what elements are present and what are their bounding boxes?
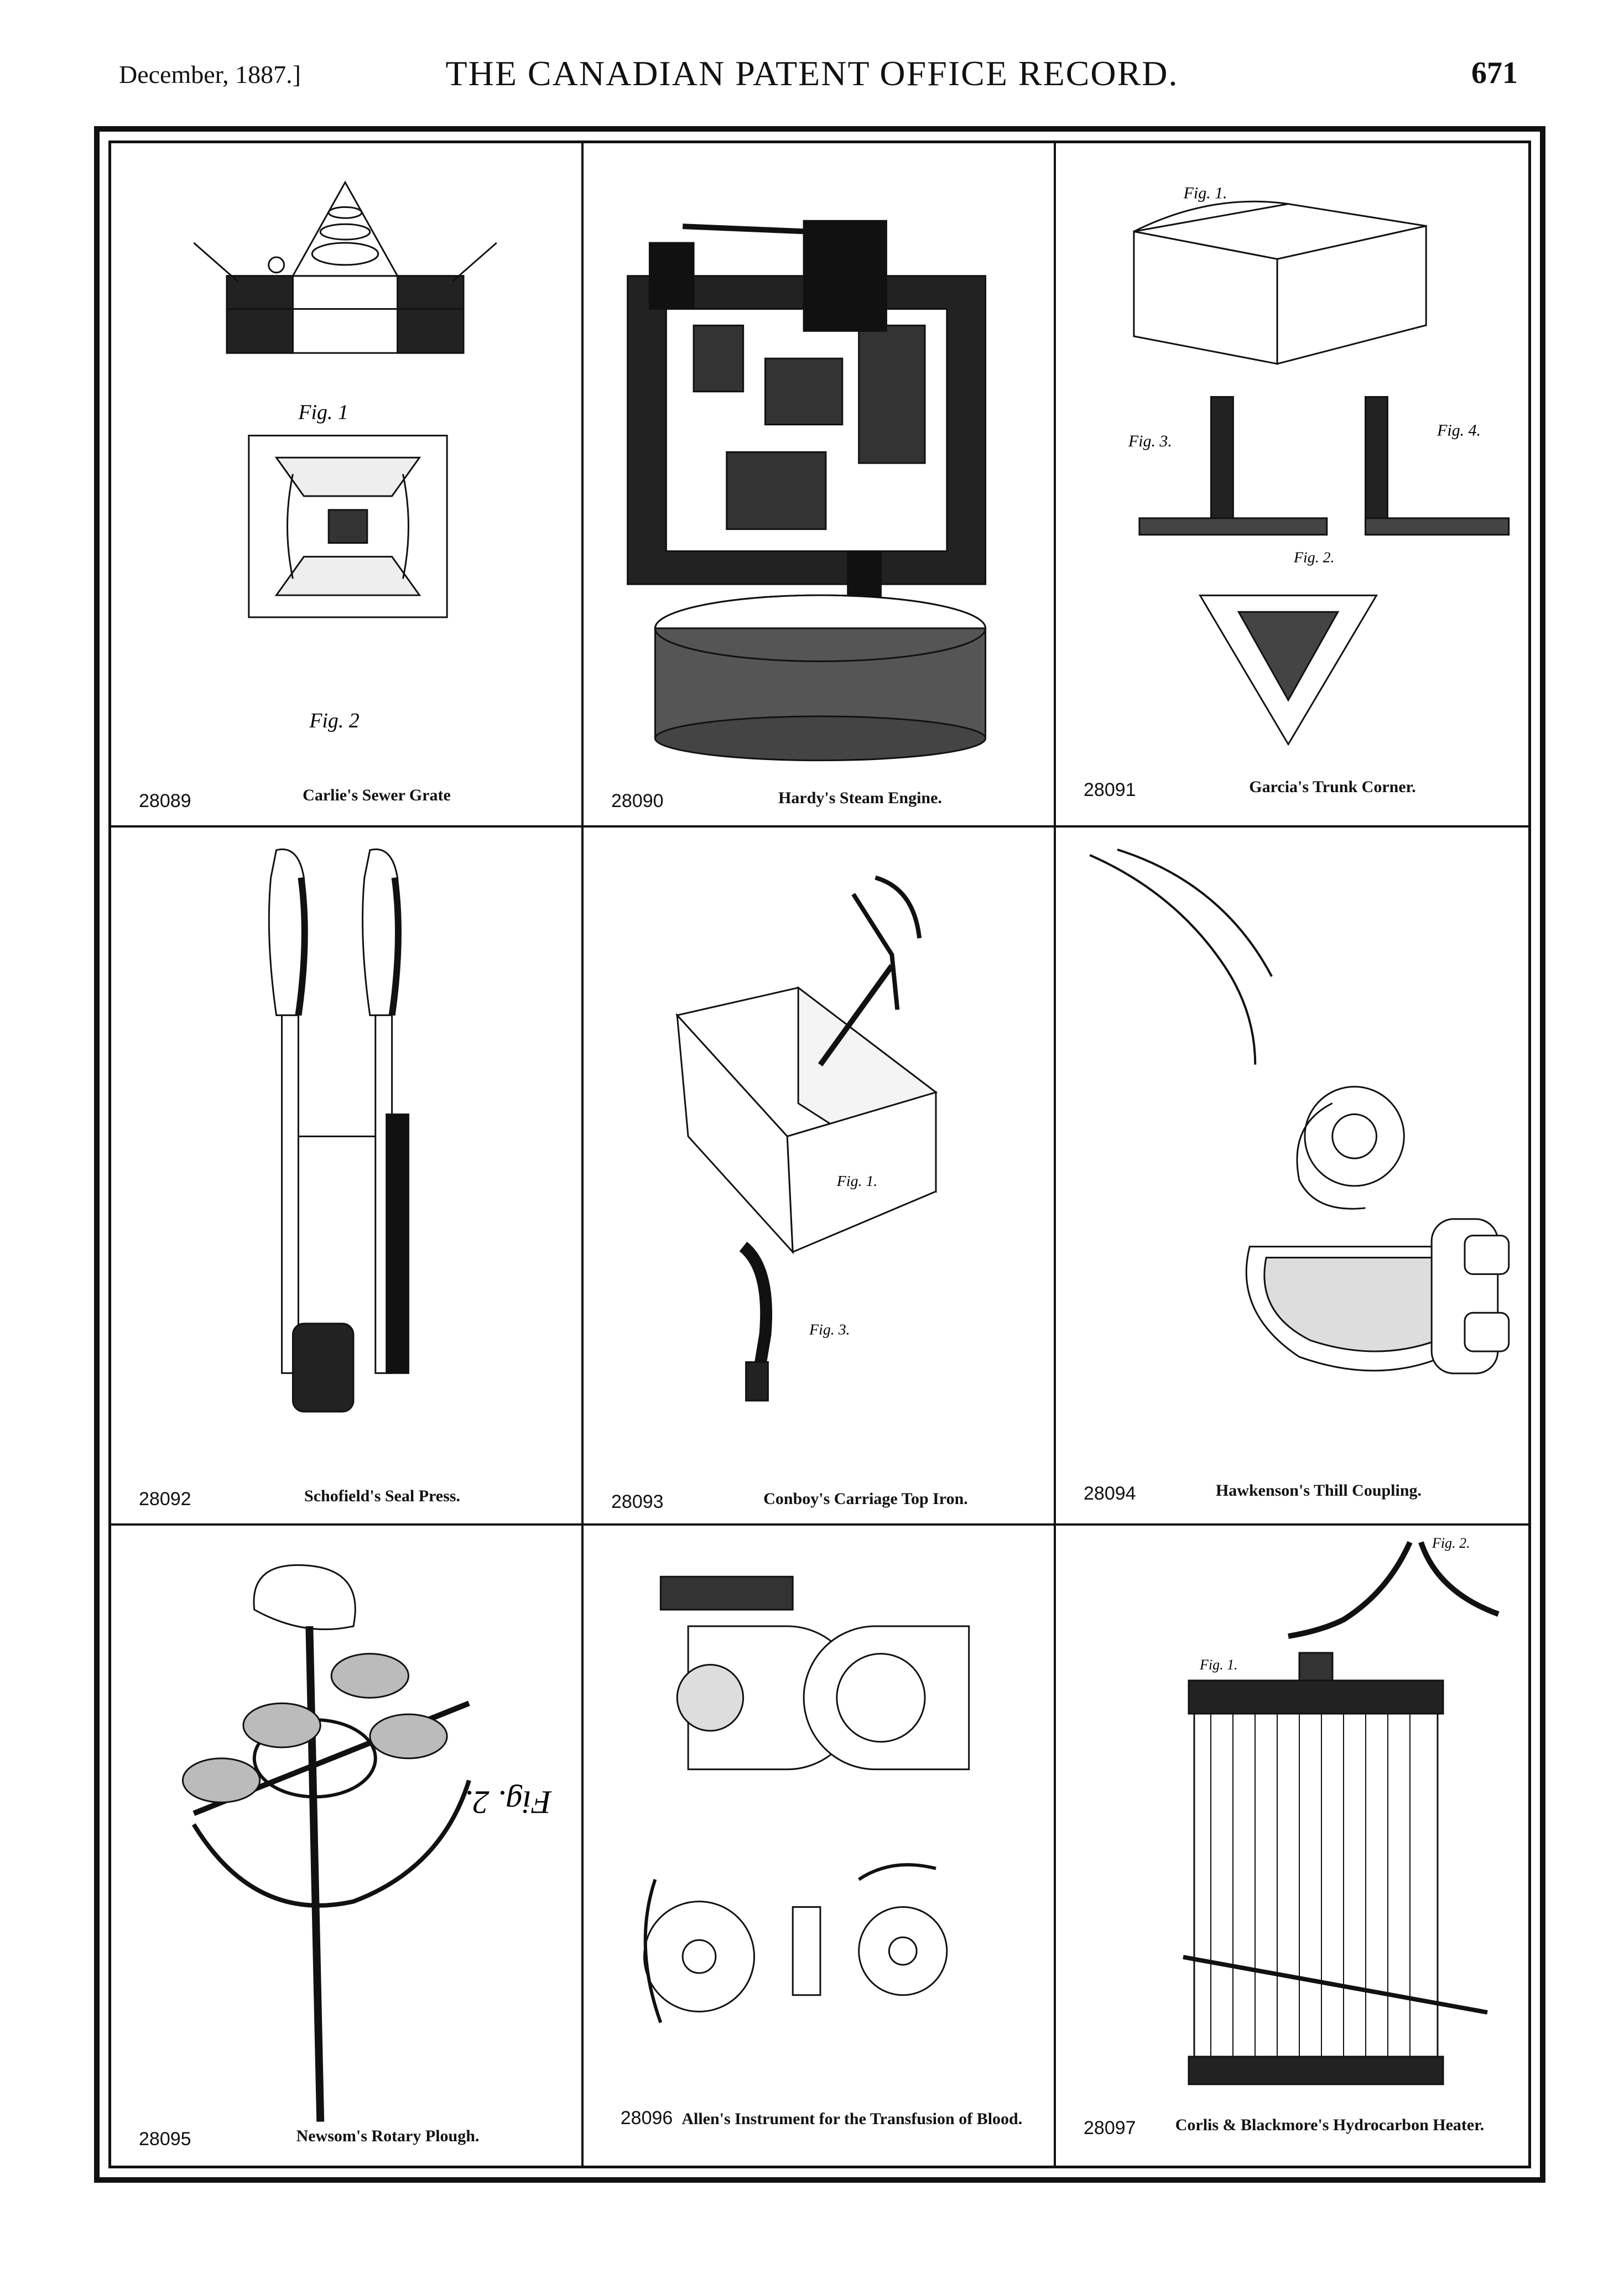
- patent-cell-28097: Fig. 1. Fig. 2. 28097 Corlis & Blackmore…: [1056, 1526, 1528, 2166]
- carriage-top-iron-illustration: Fig. 1. Fig. 3.: [675, 875, 938, 1402]
- patent-title: Allen's Instrument for the Transfusion o…: [681, 2110, 1023, 2128]
- outer-frame: [94, 126, 1545, 2183]
- patent-title: Newsom's Rotary Plough.: [296, 2127, 480, 2145]
- patent-title: Corlis & Blackmore's Hydrocarbon Heater.: [1175, 2116, 1485, 2134]
- patent-cell-28091: Fig. 1. Fig. 3. Fig. 4. Fig. 2. 28091 Ga…: [1056, 143, 1528, 828]
- seal-press-illustration: [268, 848, 409, 1413]
- thill-coupling-illustration: [1089, 848, 1510, 1375]
- patent-number: 28097: [1084, 2117, 1136, 2138]
- steam-engine-illustration: [627, 220, 987, 762]
- patent-number: 28093: [611, 1491, 664, 1512]
- patent-cell-28093: Fig. 1. Fig. 3. 28093 Conboy's Carriage …: [584, 828, 1056, 1526]
- heater-fig1-label: Fig. 1.: [1199, 1657, 1238, 1673]
- trunk-fig2-label: Fig. 2.: [1293, 549, 1335, 566]
- patent-cell-28090: 28090 Hardy's Steam Engine.: [584, 143, 1056, 828]
- trunk-corner-illustration: Fig. 1. Fig. 3. Fig. 4. Fig. 2.: [1128, 184, 1510, 746]
- patent-title: Carlie's Sewer Grate: [303, 786, 451, 804]
- patent-title: Hardy's Steam Engine.: [778, 789, 942, 807]
- transfusion-instrument-illustration: [643, 1575, 970, 2023]
- plough-fig2-label: Fig. 2.: [465, 1784, 553, 1820]
- patent-number: 28092: [139, 1489, 191, 1510]
- patent-number: 28094: [1084, 1483, 1136, 1504]
- patent-grid: Fig. 1 Fig. 2 28089 Carlie's Sewer Grate: [111, 143, 1528, 2166]
- trunk-fig1-label: Fig. 1.: [1183, 184, 1227, 202]
- patent-title: Hawkenson's Thill Coupling.: [1215, 1481, 1422, 1500]
- patent-title: Schofield's Seal Press.: [304, 1487, 460, 1505]
- patent-title: Garcia's Trunk Corner.: [1249, 778, 1416, 796]
- inner-frame: [108, 141, 1531, 2168]
- patent-cell-28089: Fig. 1 Fig. 2 28089 Carlie's Sewer Grate: [111, 143, 584, 828]
- patent-number: 28091: [1084, 779, 1136, 800]
- publication-title: THE CANADIAN PATENT OFFICE RECORD.: [445, 54, 1179, 93]
- hydrocarbon-heater-illustration: Fig. 1. Fig. 2.: [1183, 1535, 1500, 2085]
- page-header: December, 1887.] THE CANADIAN PATENT OFF…: [0, 0, 1624, 127]
- patent-cell-28094: 28094 Hawkenson's Thill Coupling.: [1056, 828, 1528, 1526]
- trunk-fig4-label: Fig. 4.: [1436, 421, 1481, 439]
- heater-fig2-label: Fig. 2.: [1432, 1535, 1470, 1551]
- patent-cell-28096: 28096 Allen's Instrument for the Transfus…: [584, 1526, 1056, 2166]
- sewer-grate-illustration: Fig. 1 Fig. 2: [193, 180, 497, 732]
- patent-cell-28092: 28092 Schofield's Seal Press.: [111, 828, 584, 1526]
- patent-title: Conboy's Carriage Top Iron.: [763, 1490, 968, 1508]
- issue-date: December, 1887.]: [119, 60, 301, 89]
- patent-number: 28096: [620, 2108, 673, 2129]
- trunk-fig3-label: Fig. 3.: [1128, 432, 1172, 450]
- sewer-fig1-label: Fig. 1: [298, 401, 348, 424]
- sewer-fig2-label: Fig. 2: [309, 709, 359, 732]
- patent-number: 28090: [611, 790, 664, 811]
- carriage-fig3-label: Fig. 3.: [809, 1321, 850, 1339]
- patent-number: 28089: [139, 790, 191, 811]
- carriage-fig1-label: Fig. 1.: [836, 1173, 878, 1190]
- patent-number: 28095: [139, 2129, 191, 2150]
- patent-title-block: 28096 Allen's Instrument for the Transfus…: [595, 2106, 1048, 2130]
- rotary-plough-illustration: Fig. 2.: [181, 1564, 553, 2122]
- page-number: 671: [1471, 56, 1518, 90]
- patent-cell-28095: Fig. 2. 28095 Newsom's Rotary Plough.: [111, 1526, 584, 2166]
